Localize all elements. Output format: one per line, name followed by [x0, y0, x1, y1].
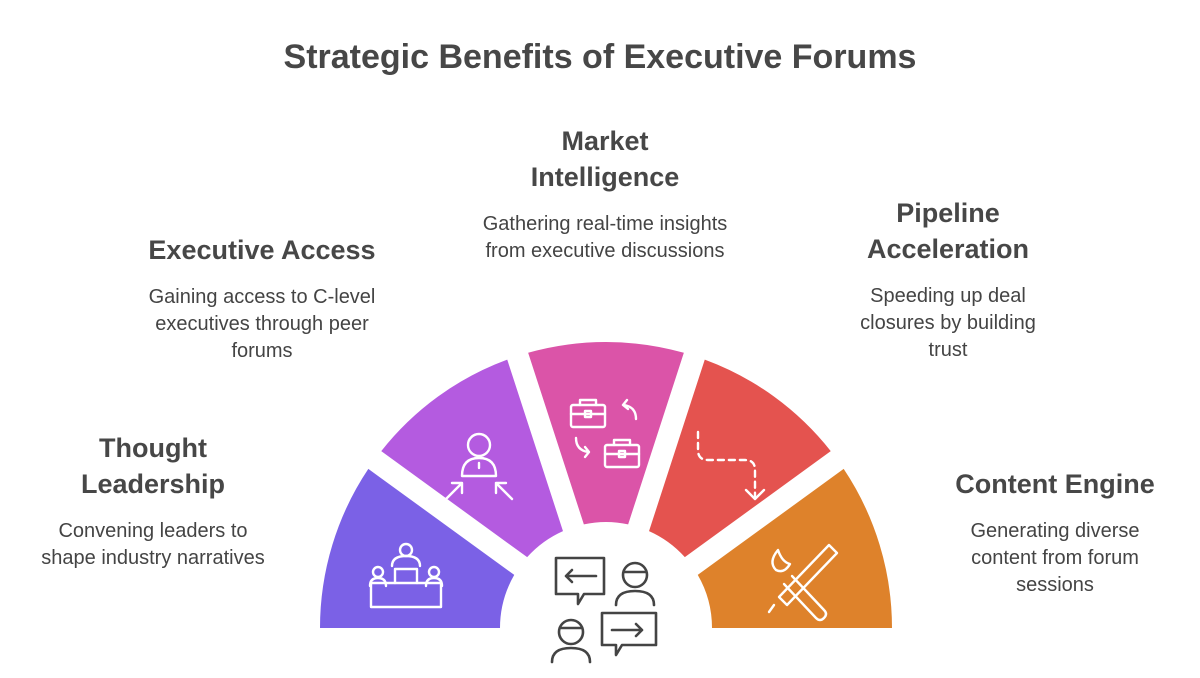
label-content-engine: Content Engine Generating diverse conten…: [915, 466, 1195, 599]
heading: Executive Access: [148, 235, 376, 265]
label-market-intelligence: Market Intelligence Gathering real-time …: [465, 123, 745, 265]
heading: Pipeline Acceleration: [866, 198, 1030, 264]
diagram-title: Strategic Benefits of Executive Forums: [283, 38, 917, 76]
sector-market-intelligence: [528, 341, 684, 525]
sector-content-engine: [697, 468, 892, 628]
conversation-icon: [550, 556, 658, 664]
briefcase-exchange-icon: [569, 398, 641, 469]
sector-thought-leadership: [320, 468, 515, 628]
heading: Market Intelligence: [530, 126, 680, 192]
label-pipeline-acceleration: Pipeline Acceleration Speeding up deal c…: [808, 195, 1088, 364]
label-thought-leadership: Thought Leadership Convening leaders to …: [13, 430, 293, 572]
podium-audience-icon: [368, 542, 444, 609]
dashed-path-arrow-icon: [696, 430, 766, 501]
heading: Thought Leadership: [80, 433, 226, 499]
description: Gathering real-time insights from execut…: [482, 213, 728, 262]
pen-brush-icon: [767, 543, 839, 622]
sector-pipeline-acceleration: [649, 359, 831, 558]
description: Speeding up deal closures by building tr…: [860, 285, 1036, 361]
heading: Content Engine: [955, 469, 1155, 499]
description: Gaining access to C-level executives thr…: [148, 286, 376, 362]
person-arrows-icon: [444, 432, 514, 501]
description: Generating diverse content from forum se…: [970, 520, 1140, 596]
label-executive-access: Executive Access Gaining access to C-lev…: [122, 232, 402, 365]
description: Convening leaders to shape industry narr…: [41, 520, 265, 569]
